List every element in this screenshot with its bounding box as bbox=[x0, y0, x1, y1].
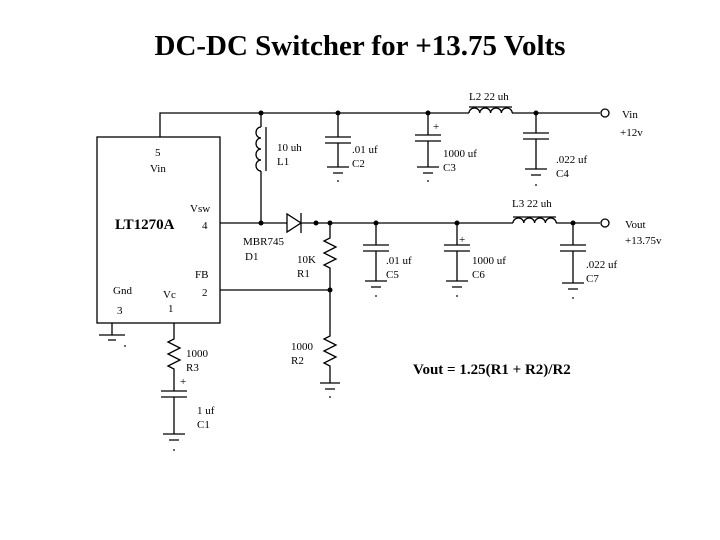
ic-ground-symbol bbox=[99, 323, 126, 347]
input-rail: Vin +12v bbox=[159, 108, 643, 139]
c7-ref: C7 bbox=[586, 273, 599, 285]
l2-label: L2 22 uh bbox=[469, 91, 509, 103]
vin-value: +12v bbox=[620, 127, 643, 139]
d1-part: MBR745 bbox=[243, 236, 284, 248]
pin-gnd-number: 3 bbox=[117, 305, 123, 317]
vout-terminal bbox=[600, 218, 610, 228]
pin-vsw-number: 4 bbox=[202, 220, 208, 232]
c7-value: .022 uf bbox=[586, 259, 618, 271]
d1-ref: D1 bbox=[245, 251, 258, 263]
c3-ref: C3 bbox=[443, 162, 456, 174]
r3-ref: R3 bbox=[186, 362, 199, 374]
diagram-title: DC-DC Switcher for +13.75 Volts bbox=[154, 30, 566, 62]
c5-value: .01 uf bbox=[386, 255, 412, 267]
chip-name: LT1270A bbox=[115, 217, 175, 233]
r1-value: 10K bbox=[297, 254, 316, 266]
c6-value: 1000 uf bbox=[472, 255, 506, 267]
inductor-l2: L2 22 uh bbox=[468, 91, 513, 114]
c5-ref: C5 bbox=[386, 269, 399, 281]
capacitor-c2: .01 uf C2 bbox=[325, 113, 378, 182]
junction-dot bbox=[258, 220, 264, 226]
capacitor-c3: + 1000 uf C3 bbox=[415, 113, 477, 182]
pin-gnd-label: Gnd bbox=[113, 285, 132, 297]
ic-lt1270a: 5 Vin Vsw LT1270A 4 FB 2 Gnd 3 Vc 1 bbox=[96, 136, 221, 324]
c2-ref: C2 bbox=[352, 158, 365, 170]
l1-value: 10 uh bbox=[277, 142, 302, 154]
vout-label: Vout bbox=[625, 219, 646, 231]
capacitor-c4: .022 uf C4 bbox=[523, 113, 588, 186]
resistor-r1: 10K R1 bbox=[297, 223, 338, 290]
switch-node: MBR745 D1 bbox=[220, 220, 287, 263]
inductor-l1: 10 uh L1 bbox=[255, 113, 302, 223]
inductor-l3: L3 22 uh bbox=[512, 198, 557, 224]
output-rail: Vout +13.75v bbox=[301, 218, 662, 247]
capacitor-c6: + 1000 uf C6 bbox=[444, 223, 506, 297]
capacitor-c7: .022 uf C7 bbox=[560, 223, 618, 299]
resistor-r2: 1000 R2 bbox=[291, 290, 340, 398]
ic-body bbox=[96, 136, 221, 324]
c6-polarity: + bbox=[459, 234, 465, 246]
c2-value: .01 uf bbox=[352, 144, 378, 156]
pin-fb-label: FB bbox=[195, 269, 208, 281]
pin-vc-label: Vc bbox=[163, 289, 176, 301]
feedback-line bbox=[220, 287, 333, 293]
r3-value: 1000 bbox=[186, 348, 209, 360]
pin-vin-label: Vin bbox=[150, 163, 166, 175]
c1-ref: C1 bbox=[197, 419, 210, 431]
capacitor-c1: + 1 uf C1 bbox=[161, 376, 215, 451]
r2-ref: R2 bbox=[291, 355, 304, 367]
vin-terminal bbox=[600, 108, 610, 118]
capacitor-c5: .01 uf C5 bbox=[363, 223, 412, 297]
vout-value: +13.75v bbox=[625, 235, 662, 247]
c6-ref: C6 bbox=[472, 269, 485, 281]
pin-vsw-label: Vsw bbox=[190, 203, 210, 215]
r1-ref: R1 bbox=[297, 268, 310, 280]
l1-ref: L1 bbox=[277, 156, 289, 168]
r2-value: 1000 bbox=[291, 341, 314, 353]
pin-vin-number: 5 bbox=[155, 147, 161, 159]
resistor-r3: 1000 R3 bbox=[166, 323, 209, 391]
pin-vc-number: 1 bbox=[168, 303, 174, 315]
c4-value: .022 uf bbox=[556, 154, 588, 166]
c3-value: 1000 uf bbox=[443, 148, 477, 160]
vin-label: Vin bbox=[622, 109, 638, 121]
c1-polarity: + bbox=[180, 376, 186, 388]
pin-fb-number: 2 bbox=[202, 287, 208, 299]
junction-dot bbox=[313, 220, 319, 226]
l3-label: L3 22 uh bbox=[512, 198, 552, 210]
c4-ref: C4 bbox=[556, 168, 569, 180]
output-voltage-formula: Vout = 1.25(R1 + R2)/R2 bbox=[413, 362, 571, 378]
c1-value: 1 uf bbox=[197, 405, 215, 417]
diode-d1 bbox=[286, 212, 303, 234]
c3-polarity: + bbox=[433, 121, 439, 133]
